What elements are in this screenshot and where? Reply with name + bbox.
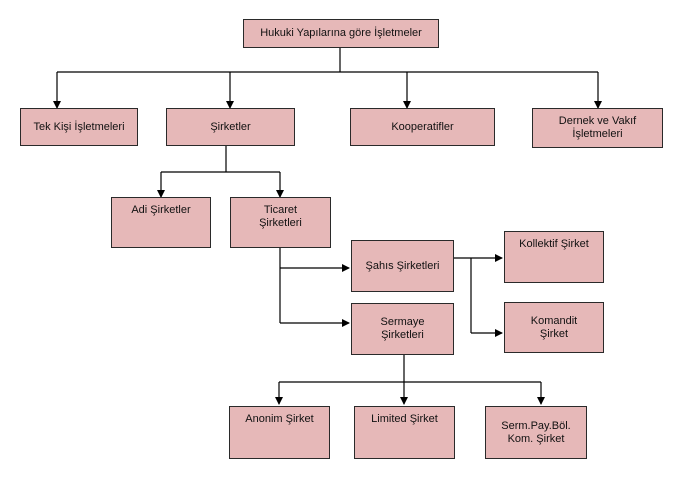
node-sermaye-sirketleri: Sermaye Şirketleri bbox=[351, 303, 454, 355]
node-kollektif: Kollektif Şirket bbox=[504, 231, 604, 283]
node-dernek: Dernek ve Vakıf İşletmeleri bbox=[532, 108, 663, 148]
node-tek-kisi: Tek Kişi İşletmeleri bbox=[20, 108, 138, 146]
node-serm-pay: Serm.Pay.Böl. Kom. Şirket bbox=[485, 406, 587, 459]
node-adi-sirketler: Adi Şirketler bbox=[111, 197, 211, 248]
node-limited: Limited Şirket bbox=[354, 406, 455, 459]
node-ticaret-sirketleri: Ticaret Şirketleri bbox=[230, 197, 331, 248]
node-root: Hukuki Yapılarına göre İşletmeler bbox=[243, 19, 439, 48]
node-anonim: Anonim Şirket bbox=[229, 406, 330, 459]
node-sahis-sirketleri: Şahıs Şirketleri bbox=[351, 240, 454, 292]
node-sirketler: Şirketler bbox=[166, 108, 295, 146]
node-komandit: Komandit Şirket bbox=[504, 302, 604, 353]
node-kooperatifler: Kooperatifler bbox=[350, 108, 495, 146]
